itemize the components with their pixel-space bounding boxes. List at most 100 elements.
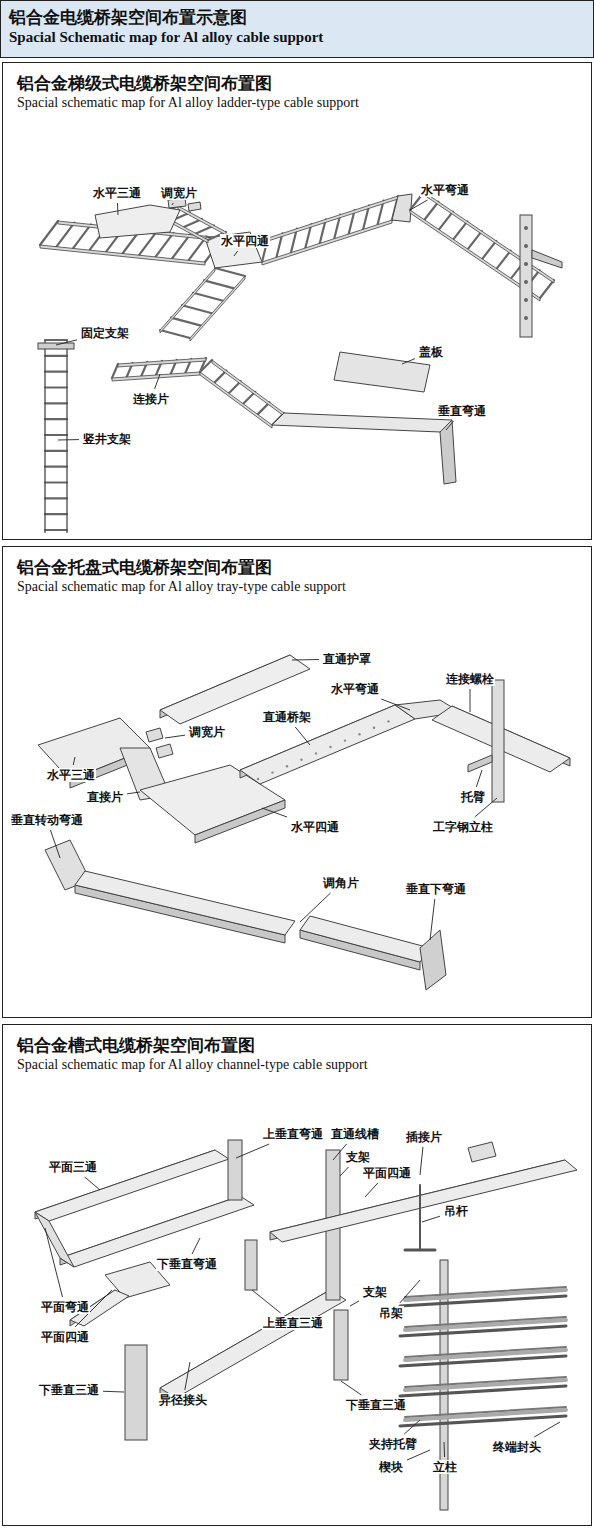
tray-hole bbox=[257, 778, 259, 780]
post-part bbox=[245, 1240, 257, 1290]
tray-stroke bbox=[215, 268, 245, 276]
tray-stroke bbox=[193, 293, 223, 301]
leader-line bbox=[58, 439, 79, 440]
panel-frame: 铝合金托盘式电缆桥架空间布置图Spacial schematic map for… bbox=[2, 546, 592, 1018]
tray-part bbox=[75, 871, 295, 935]
leader-line bbox=[400, 1280, 420, 1303]
part-label: 楔块 bbox=[378, 1460, 404, 1474]
tray-stroke bbox=[45, 418, 67, 420]
leader-line bbox=[410, 200, 428, 210]
tray-stroke bbox=[45, 513, 67, 515]
leader-line bbox=[295, 727, 310, 745]
part-label: 平面四通 bbox=[362, 1166, 412, 1180]
part-label: 托臂 bbox=[460, 790, 486, 804]
tray-stroke bbox=[453, 221, 467, 239]
tray-stroke bbox=[73, 224, 91, 248]
part-label: 水平四通 bbox=[220, 234, 270, 248]
tray-part bbox=[334, 352, 430, 392]
leader-line bbox=[185, 1362, 190, 1390]
part-label: 下垂直三通 bbox=[38, 1383, 100, 1397]
part-label: 直接片 bbox=[86, 790, 124, 804]
part-label: 水平三通 bbox=[46, 768, 96, 782]
tray-stroke bbox=[160, 330, 190, 338]
tray-stroke bbox=[156, 233, 174, 257]
part-label: 盖板 bbox=[418, 345, 444, 359]
part-label: 下垂直三通 bbox=[345, 1398, 407, 1412]
tray-part bbox=[268, 196, 398, 241]
part-label: 水平四通 bbox=[290, 820, 340, 834]
tray-stroke bbox=[45, 402, 67, 404]
leader-line bbox=[476, 770, 482, 787]
leader-line bbox=[172, 203, 173, 205]
tray-stroke bbox=[200, 360, 212, 372]
tray-stroke bbox=[45, 497, 67, 499]
part-label: 上垂直三通 bbox=[262, 1316, 324, 1330]
tray-stroke bbox=[45, 355, 67, 357]
part-label: 垂直下弯通 bbox=[405, 882, 467, 896]
part-label: 夹持托臂 bbox=[368, 1437, 418, 1451]
leader-line bbox=[117, 203, 119, 215]
tray-part bbox=[468, 1142, 496, 1162]
tray-part bbox=[440, 420, 456, 484]
part-label: 上垂直弯通 bbox=[262, 1127, 324, 1141]
tray-stroke bbox=[540, 280, 554, 298]
part-label: 立柱 bbox=[432, 1460, 458, 1474]
post-part bbox=[520, 215, 532, 337]
tray-part bbox=[190, 276, 245, 341]
leader-line bbox=[407, 1450, 430, 1460]
tray-part bbox=[112, 372, 200, 381]
tray-stroke bbox=[468, 231, 482, 249]
part-label: 直通桥架 bbox=[262, 710, 312, 724]
tray-stroke bbox=[424, 202, 438, 220]
title-banner: 铝合金电缆桥架空间布置示意图Spacial Schematic map for … bbox=[0, 0, 594, 58]
tray-part bbox=[45, 340, 46, 533]
tray-stroke bbox=[171, 318, 201, 326]
tray-stroke bbox=[405, 1287, 566, 1297]
heading-cn: 铝合金托盘式电缆桥架空间布置图 bbox=[17, 557, 577, 578]
part-label: 垂直转动弯通 bbox=[10, 813, 84, 827]
tray-stroke bbox=[439, 212, 453, 230]
leader-line bbox=[420, 1147, 423, 1175]
post-hole bbox=[524, 226, 528, 230]
tray-part bbox=[240, 705, 415, 784]
tray-hole bbox=[344, 739, 346, 741]
tray-part bbox=[118, 358, 206, 367]
heading-cn: 铝合金槽式电缆桥架空间布置图 bbox=[17, 1035, 577, 1056]
part-label: 平面弯通 bbox=[40, 1300, 90, 1314]
leader-line bbox=[127, 792, 140, 794]
tray-part bbox=[95, 205, 180, 238]
part-label: 直通护罩 bbox=[322, 652, 372, 666]
post-part bbox=[228, 1140, 242, 1200]
part-label: 吊架 bbox=[378, 1306, 404, 1320]
part-label: 调宽片 bbox=[188, 725, 226, 739]
leader-line bbox=[85, 1177, 100, 1190]
tray-part bbox=[468, 755, 492, 772]
tray-stroke bbox=[45, 529, 67, 531]
leader-line bbox=[341, 1381, 361, 1395]
tray-part bbox=[35, 1212, 74, 1267]
panel-frame: 铝合金梯级式电缆桥架空间布置图Spacial schematic map for… bbox=[2, 62, 592, 540]
part-label: 异径接头 bbox=[158, 1393, 208, 1407]
tray-stroke bbox=[57, 223, 75, 247]
part-label: 平面三通 bbox=[48, 1160, 98, 1174]
post-part bbox=[38, 343, 74, 349]
part-label: 支架 bbox=[362, 1285, 388, 1299]
tray-part bbox=[188, 202, 201, 211]
part-label: 水平弯通 bbox=[420, 183, 470, 197]
tray-hole bbox=[271, 771, 273, 773]
part-label: 吊杆 bbox=[443, 1204, 469, 1218]
leader-line bbox=[234, 251, 238, 256]
tray-stroke bbox=[497, 251, 511, 269]
tray-stroke bbox=[182, 305, 212, 313]
part-label: 工字钢立柱 bbox=[432, 820, 494, 834]
tray-stroke bbox=[112, 364, 118, 378]
tray-part bbox=[160, 1290, 346, 1398]
part-label: 竖井支架 bbox=[82, 432, 132, 446]
post-part bbox=[334, 1310, 348, 1380]
leader-line bbox=[430, 899, 435, 940]
tray-stroke bbox=[405, 1347, 566, 1357]
leader-line bbox=[155, 374, 160, 389]
leader-line bbox=[404, 1420, 420, 1434]
leader-line bbox=[422, 1216, 440, 1222]
part-label: 连接螺栓 bbox=[445, 672, 495, 686]
